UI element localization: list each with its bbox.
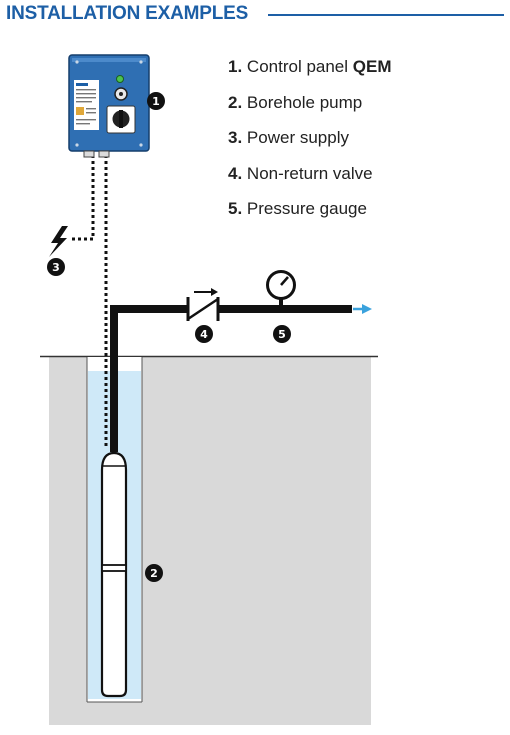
legend-number: 3. <box>228 128 243 147</box>
borehole-pump <box>100 451 128 698</box>
legend-item-non-return-valve: 4. Non-return valve <box>228 164 392 200</box>
discharge-pipe <box>110 305 352 452</box>
legend-text: Non-return valve <box>246 163 373 183</box>
legend-text: Control panel <box>246 57 353 76</box>
section-title: INSTALLATION EXAMPLES <box>6 3 249 24</box>
legend-item-control-panel: 1. Control panel QEM <box>228 57 392 93</box>
marker-5: 5 <box>273 325 291 343</box>
pressure-gauge-icon <box>266 270 296 306</box>
marker-number: 2 <box>150 567 158 580</box>
legend-number: 2. <box>228 92 243 112</box>
power-cable <box>70 155 95 241</box>
section-header: INSTALLATION EXAMPLES <box>6 3 506 27</box>
marker-4: 4 <box>195 325 213 343</box>
panel-label <box>74 80 99 130</box>
status-led <box>116 75 124 83</box>
legend-number: 5. <box>228 199 243 218</box>
marker-number: 1 <box>152 95 160 108</box>
marker-1: 1 <box>147 92 165 110</box>
marker-3: 3 <box>47 258 65 276</box>
flow-arrow-icon <box>353 304 372 314</box>
marker-number: 5 <box>278 328 286 341</box>
legend-list: 1. Control panel QEM 2. Borehole pump 3.… <box>228 57 392 235</box>
legend-item-power-supply: 3. Power supply <box>228 128 392 164</box>
control-panel-qem <box>68 54 150 158</box>
legend-text: Borehole pump <box>246 92 363 112</box>
legend-bold-text: QEM <box>352 57 392 76</box>
legend-text: Pressure gauge <box>246 199 367 218</box>
non-return-valve-icon <box>186 288 220 321</box>
legend-item-borehole-pump: 2. Borehole pump <box>228 93 392 129</box>
legend-text: Power supply <box>246 128 349 147</box>
marker-number: 3 <box>52 261 60 274</box>
title-divider <box>268 14 504 16</box>
legend-item-pressure-gauge: 5. Pressure gauge <box>228 199 392 235</box>
lightning-icon <box>49 226 68 257</box>
marker-2: 2 <box>145 564 163 582</box>
legend-number: 1. <box>228 57 243 76</box>
legend-number: 4. <box>228 163 243 183</box>
marker-number: 4 <box>200 328 208 341</box>
